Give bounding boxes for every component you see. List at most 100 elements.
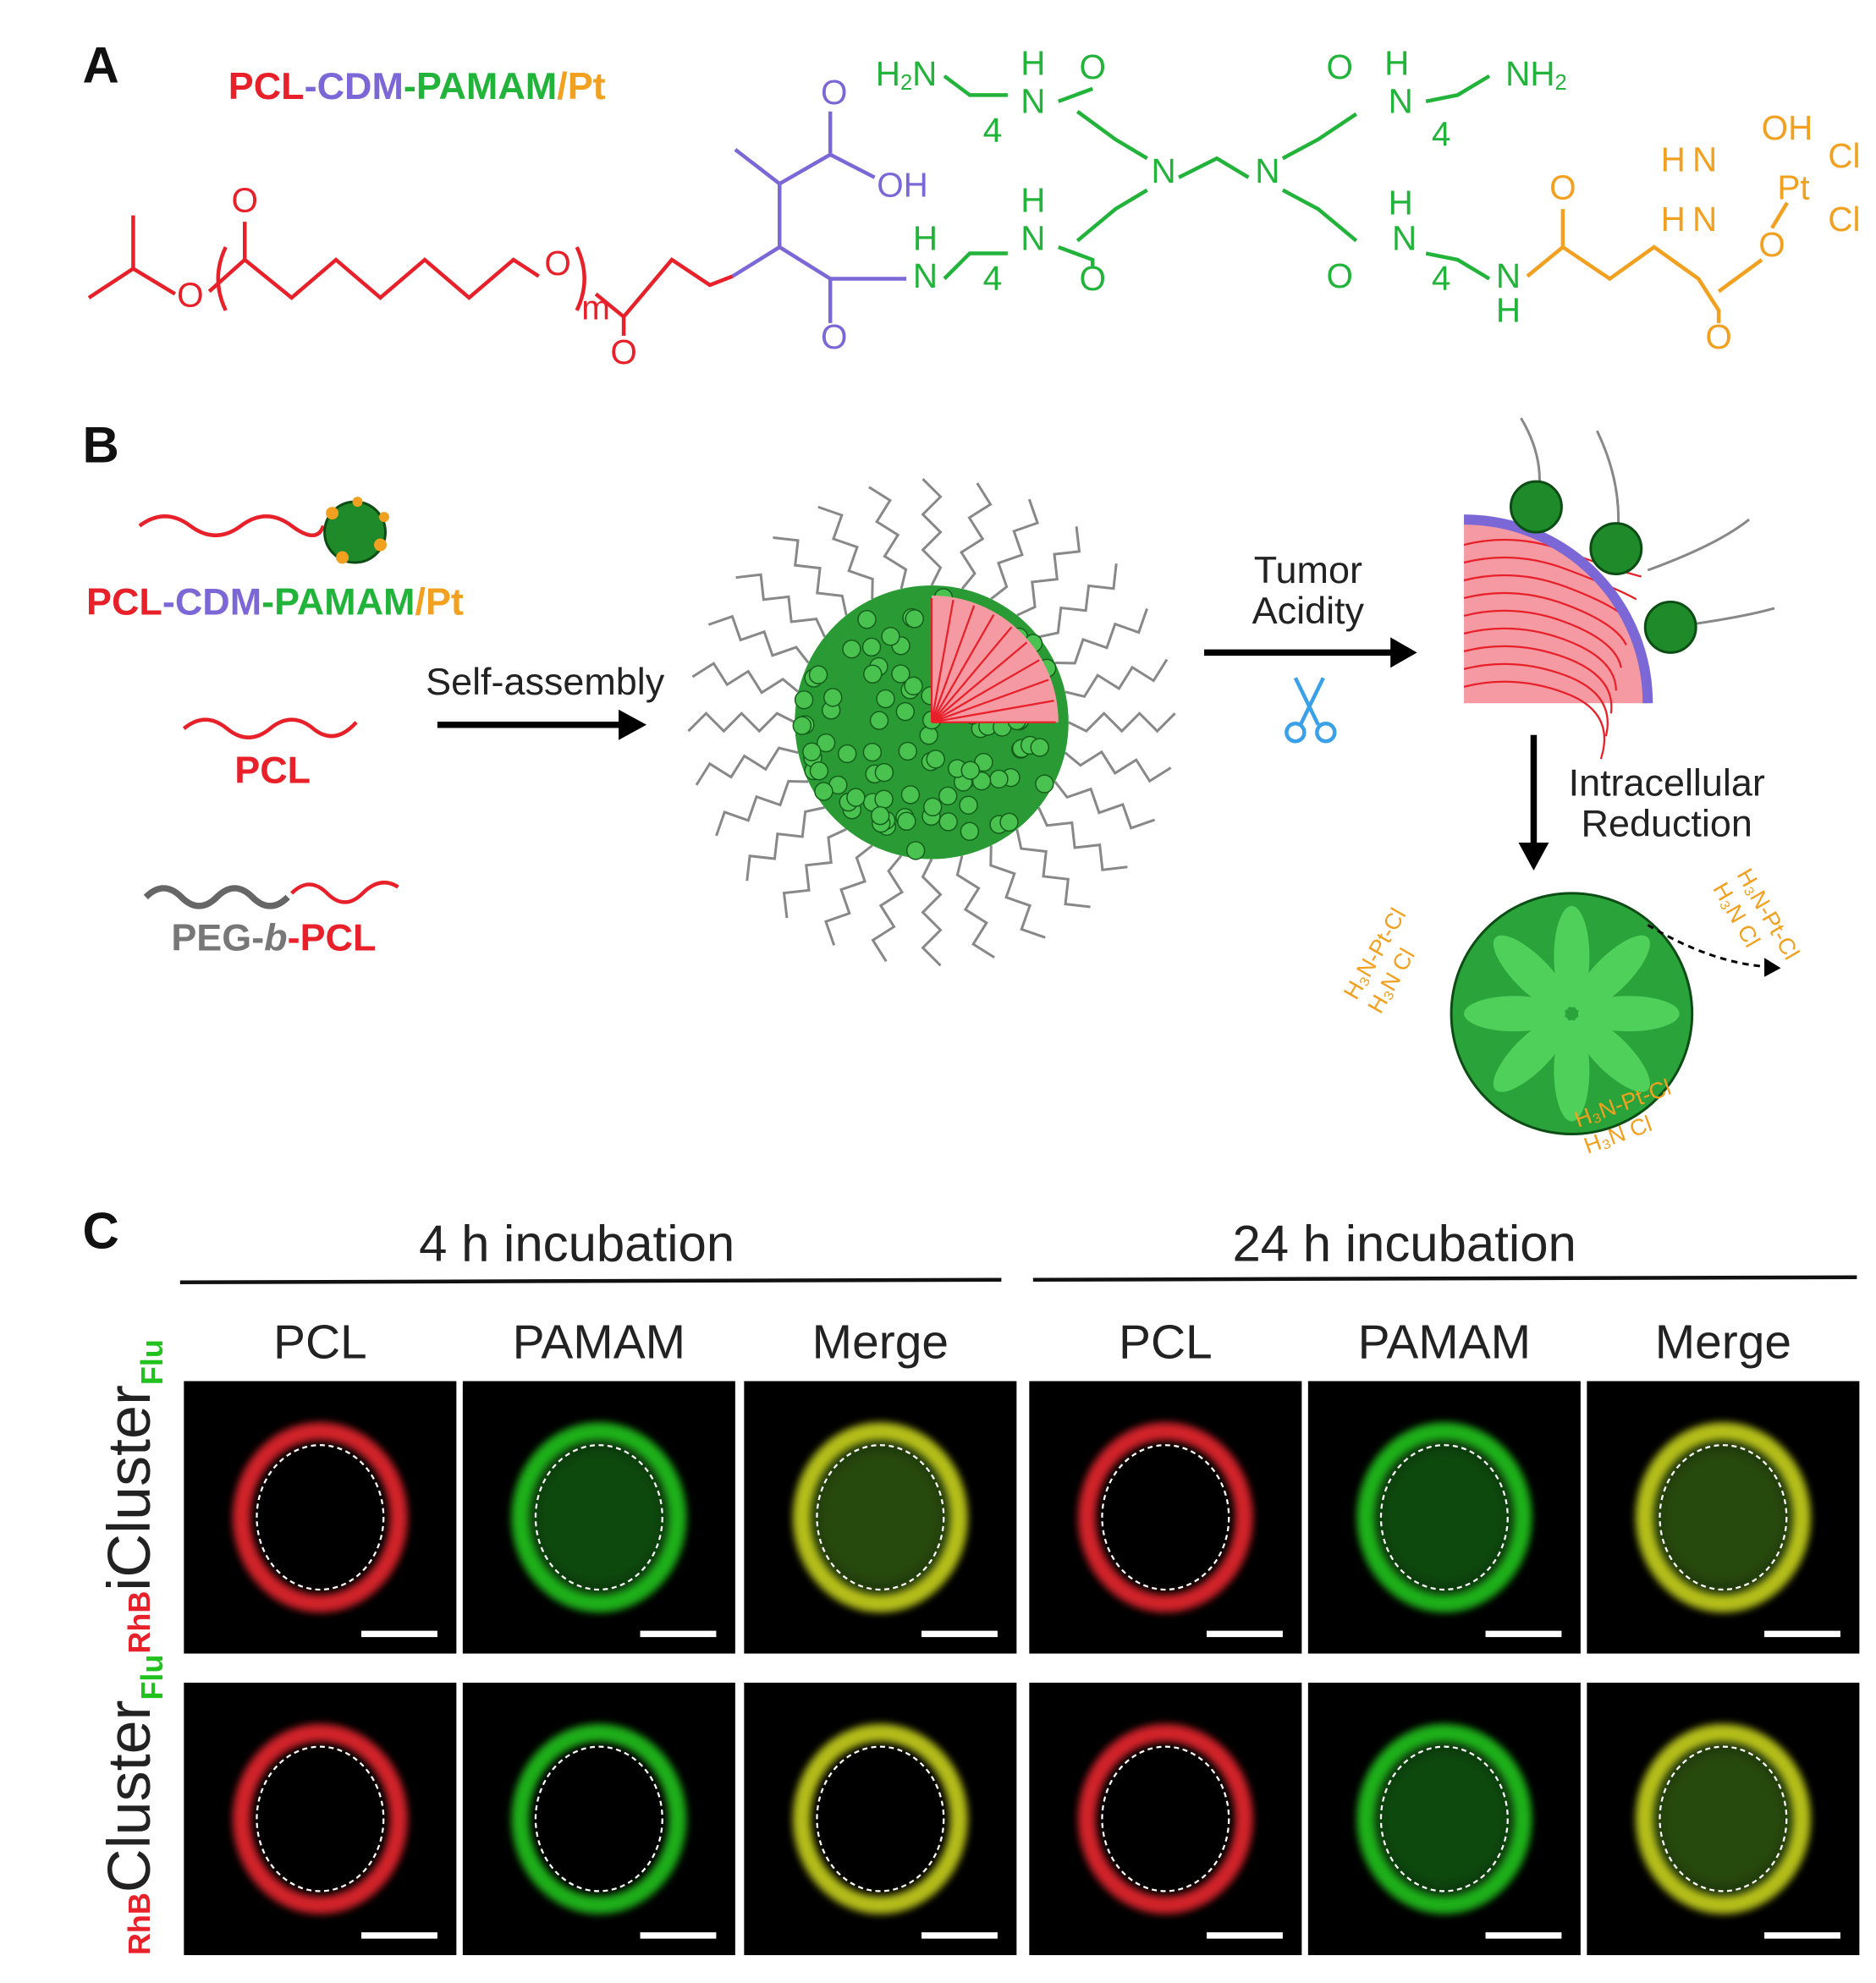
peg-b-pcl-label: PEG-b-PCL [171, 915, 376, 959]
peg-chain [1069, 713, 1175, 731]
dendrimer-bead [858, 611, 876, 629]
pamam-dendrimer-icon [1645, 601, 1696, 652]
atom-label: O [1080, 259, 1106, 298]
column-label: Merge [812, 1316, 949, 1370]
atom-label: 4 [983, 111, 1002, 150]
dendrimer-bead [839, 744, 856, 762]
cisplatin-complex: H₃N-Pt-ClH₃N Cl [1339, 904, 1435, 1017]
column-label: PCL [273, 1316, 367, 1370]
atom-label: O [610, 332, 636, 371]
atom-label: O [1705, 317, 1731, 356]
dendrimer-bead [815, 783, 833, 800]
peg-chain [873, 855, 902, 961]
cleaved-nanoparticle-fragment [1464, 418, 1774, 759]
scale-bar [1486, 1631, 1562, 1637]
scale-bar [1207, 1932, 1283, 1938]
reduction-label: Reduction [1582, 802, 1752, 845]
atom-label: H [1661, 200, 1686, 239]
peg-chain [773, 538, 846, 616]
dendrimer-bead [907, 842, 925, 860]
atom-label: O [1758, 225, 1785, 264]
dendrimer-bead [939, 813, 957, 831]
atom-label: O [1549, 168, 1576, 206]
tumor-label: Tumor [1254, 548, 1362, 591]
column-label: Merge [1655, 1316, 1791, 1370]
peg-chain [1017, 829, 1091, 907]
dendrimer-bead [896, 703, 914, 721]
scale-bar [1764, 1932, 1840, 1938]
icluster-nanoparticle [688, 479, 1175, 965]
peg-chain [1038, 563, 1116, 637]
atom-label: H [1384, 44, 1409, 83]
peg-chain [991, 845, 1045, 937]
atom-label: O [1080, 47, 1106, 86]
atom-label: Cl [1828, 200, 1860, 239]
peg-chain [1038, 808, 1127, 871]
atom-label: O [544, 244, 570, 283]
dendrimer-bead [793, 717, 811, 734]
dendrimer-bead [990, 770, 1008, 788]
peg-chain [826, 845, 872, 945]
arrow-head-icon [619, 710, 646, 740]
confocal-image [1587, 1382, 1859, 1654]
atom-label: Cl [1828, 136, 1860, 175]
dendrimer-bead [810, 666, 828, 684]
group-divider-4h [180, 1280, 1002, 1283]
confocal-image [1308, 1382, 1581, 1654]
confocal-image [184, 1683, 456, 1955]
peg-chain [923, 859, 941, 965]
dendrimer-bead [864, 665, 882, 683]
atom-label: H [1021, 180, 1045, 219]
peg-chain [991, 499, 1037, 599]
peg-chain [923, 479, 941, 585]
peg-chain [1055, 609, 1147, 663]
atom-label: N [1692, 140, 1717, 179]
dendrimer-bead [961, 761, 979, 779]
chemical-structure-bonds [89, 76, 1787, 336]
scale-bar [361, 1631, 437, 1637]
peg-chain [688, 713, 795, 731]
atom-label: O [177, 276, 203, 315]
atom-label: H [1661, 140, 1686, 179]
confocal-image [1029, 1683, 1301, 1955]
scale-bar [921, 1932, 998, 1938]
peg-chain [784, 829, 847, 918]
atom-label: H [913, 218, 938, 257]
atom-label: H [1496, 291, 1521, 330]
atom-label: N [1152, 151, 1176, 190]
dendrimer-bead [810, 762, 828, 780]
dendrimer-bead [847, 788, 865, 806]
peg-chain [692, 663, 798, 692]
confocal-image [184, 1382, 456, 1654]
scale-bar [921, 1631, 998, 1637]
peg-chain-icon [146, 888, 288, 906]
peg-chain [818, 507, 872, 599]
dendrimer-bead [927, 750, 944, 768]
atom-h2n: H2N [876, 54, 938, 95]
scale-bar [1764, 1631, 1840, 1637]
pcl-label: PCL [234, 749, 311, 792]
arrow-head-icon [1390, 637, 1417, 667]
scale-bar [641, 1932, 717, 1938]
atom-label: H [1021, 44, 1045, 83]
scale-bar [1207, 1631, 1283, 1637]
atom-label: 4 [1432, 259, 1450, 298]
dendrimer-bead [920, 727, 938, 744]
atom-label: O [231, 180, 257, 219]
conjugate-chain-icon [140, 516, 323, 535]
group-header-4h: 4 h incubation [419, 1215, 734, 1272]
dendrimer-bead [905, 677, 922, 695]
peg-chain [961, 483, 990, 589]
pcl-block-icon [292, 882, 399, 902]
atom-label: 4 [1432, 114, 1450, 153]
scissors-icon [1286, 678, 1334, 741]
dendrimer-bead [875, 764, 893, 782]
peg-chain [696, 748, 798, 785]
row-label: RhBClusterFlu [96, 1655, 169, 1955]
conjugate-name-b: PCL-CDM-PAMAM/Pt [86, 580, 464, 623]
scale-bar [641, 1631, 717, 1637]
column-label: PAMAM [1358, 1316, 1531, 1370]
dendrimer-bead [960, 822, 978, 840]
atom-label: 4 [983, 259, 1002, 298]
cisplatin-complex: H₃N-Pt-ClH₃N Cl [1708, 864, 1804, 977]
